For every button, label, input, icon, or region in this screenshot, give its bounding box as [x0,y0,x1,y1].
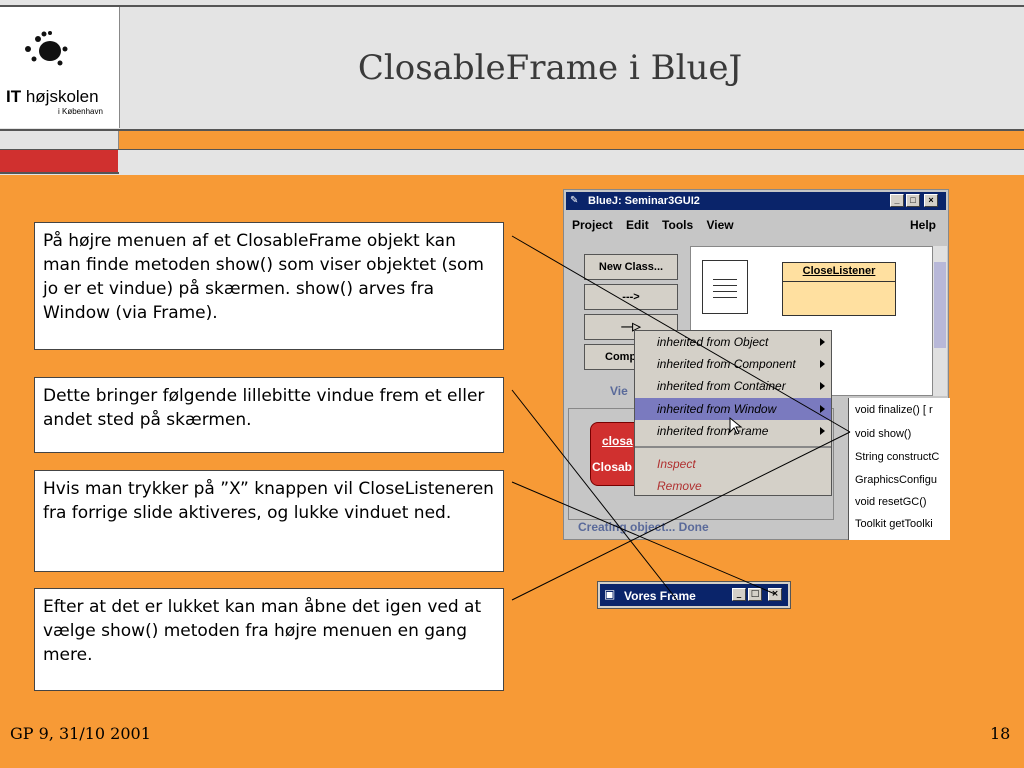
scroll-thumb[interactable] [934,262,946,348]
menu-item-inherited-frame[interactable]: inherited from Frame [635,420,831,442]
view-label: Vie [610,384,628,398]
vores-frame-window: ▣ Vores Frame _ □ × [597,581,791,609]
stripe-red [0,150,118,172]
menu-item-inspect[interactable]: Inspect [657,457,696,471]
menu-edit[interactable]: Edit [626,218,649,232]
divider [0,149,1024,150]
class-divider [783,281,895,282]
callout-1: På højre menuen af et ClosableFrame obje… [34,222,504,350]
footer-date: GP 9, 31/10 2001 [10,724,151,743]
vores-frame-title: Vores Frame [624,589,696,603]
menu-item-inherited-container[interactable]: inherited from Container [635,375,831,397]
maximize-button[interactable]: □ [748,588,762,601]
menu-item-inherited-component[interactable]: inherited from Component [635,353,831,375]
menu-tools[interactable]: Tools [662,218,694,232]
minimize-button[interactable]: _ [890,194,904,207]
frame-app-icon: ▣ [604,587,616,601]
close-button[interactable]: × [768,588,782,601]
callout-4: Efter at det er lukket kan man åbne det … [34,588,504,691]
divider [0,172,119,174]
close-button[interactable]: × [924,194,938,207]
submenu-item[interactable]: void resetGC() [855,496,927,508]
status-text: Creating object... Done [578,520,709,534]
stripe-orange [119,131,1024,149]
callout-3: Hvis man trykker på ”X” knappen vil Clos… [34,470,504,572]
object-name: closa [602,434,633,448]
submenu-item[interactable]: String constructC [855,451,940,463]
submenu-item-show[interactable]: void show() [855,428,912,440]
submenu-item[interactable]: GraphicsConfigu [855,474,937,486]
class-closelistener[interactable]: CloseListener [782,262,896,316]
menu-item-inherited-object[interactable]: inherited from Object [635,331,831,353]
bluej-titlebar[interactable]: ✎ BlueJ: Seminar3GUI2 _ □ × [566,192,946,210]
vertical-scrollbar[interactable] [932,246,947,396]
logo-icon [25,31,68,66]
menu-item-inherited-window[interactable]: inherited from Window [635,398,831,420]
window-submenu: void finalize() [ r void show() String c… [848,398,950,540]
bluej-menubar: Project Edit Tools View [572,218,942,234]
logo-name: IT højskolen [6,87,99,106]
bluej-title: BlueJ: Seminar3GUI2 [588,195,700,207]
maximize-button[interactable]: □ [906,194,920,207]
bluej-app-icon: ✎ [570,195,579,206]
slide-title: ClosableFrame i BlueJ [357,48,743,88]
menu-help[interactable]: Help [910,218,937,232]
menu-separator [635,446,831,448]
stripe-gray [0,131,119,149]
object-type: Closab [592,460,633,474]
minimize-button[interactable]: _ [732,588,746,601]
new-class-button[interactable]: New Class... [584,254,678,280]
uses-arrow-button[interactable]: ---> [584,284,678,310]
menu-view[interactable]: View [706,218,734,232]
slide-number: 18 [990,724,1011,743]
header-top-line [0,5,1024,7]
callout-2: Dette bringer følgende lillebitte vindue… [34,377,504,453]
submenu-item[interactable]: Toolkit getToolki [855,518,933,530]
menu-project[interactable]: Project [572,218,613,232]
class-name: CloseListener [802,265,876,277]
submenu-item[interactable]: void finalize() [ r [855,404,933,416]
divider [0,129,1024,131]
object-popup-menu: inherited from Object inherited from Com… [634,330,832,496]
menu-item-remove[interactable]: Remove [657,479,702,493]
logo-subtitle: i København [58,107,103,116]
vores-frame-titlebar[interactable]: ▣ Vores Frame _ □ × [600,584,788,606]
logo: IT højskolen i København [0,7,120,128]
readme-icon[interactable] [702,260,748,314]
